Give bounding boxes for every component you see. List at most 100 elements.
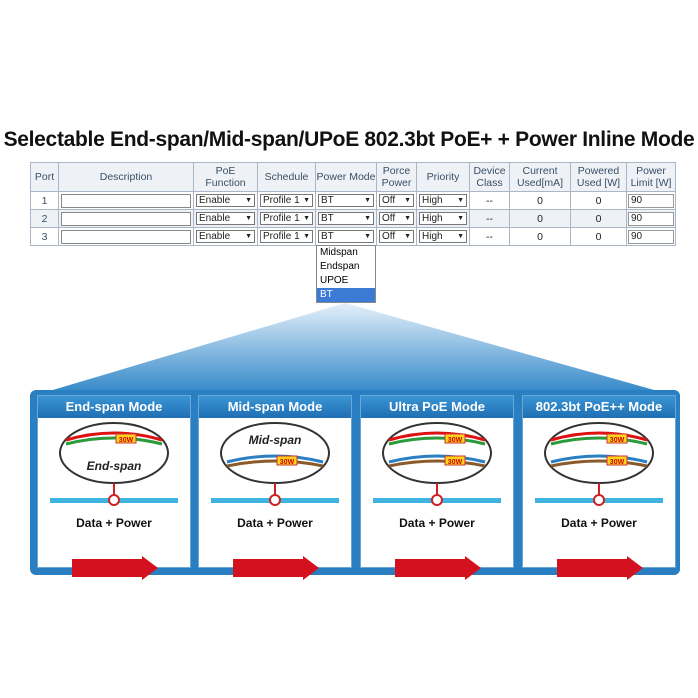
chevron-down-icon: ▼ — [245, 197, 252, 204]
watt-tag — [115, 433, 137, 444]
pair-green — [388, 436, 486, 446]
cable-diagram: 30W 30W — [535, 422, 663, 506]
pair-blue — [388, 454, 486, 464]
fan-shape — [36, 303, 672, 395]
power-plug-icon — [269, 494, 281, 506]
priority-select[interactable]: High ▼ — [419, 230, 467, 243]
watts-label: 30 Watts — [246, 540, 292, 552]
col-header-schedule: Schedule — [257, 162, 316, 192]
watts-label: 60-95 Watts — [562, 540, 624, 552]
mode-label: Mid-span — [249, 433, 302, 447]
chevron-down-icon: ▼ — [245, 215, 252, 222]
poe-function-select[interactable]: Enable▼ — [196, 194, 255, 207]
cable-diagram: 30W End-span — [50, 422, 178, 506]
watts-label: 60 Watts — [408, 540, 454, 552]
poe-config-table: Port Description PoE Function Schedule P… — [30, 162, 676, 246]
force-power-select[interactable]: Off▼ — [379, 230, 414, 243]
watts-label: 30 Watts — [85, 540, 131, 552]
col-header-powered-used: Powered Used [W] — [570, 162, 627, 192]
priority-select[interactable]: High ▼ — [419, 194, 467, 207]
red-arrow-icon — [72, 556, 158, 580]
description-input[interactable] — [61, 229, 191, 244]
col-header-force-power: Porce Power — [376, 162, 417, 192]
mode-card-endspan: End-span Mode 30W End-span Data + Power … — [37, 395, 191, 580]
mode-label: End-span — [87, 459, 142, 473]
table-row: 3 Enable▼ Profile 1▼ BT▼ Off▼ High▼ -- 0… — [30, 227, 676, 246]
power-mode-select[interactable]: BT ▼ — [318, 212, 374, 225]
dropdown-option-bt[interactable]: BT — [317, 288, 375, 302]
cable-diagram: 30W 30W — [373, 422, 501, 506]
power-mode-select[interactable]: BT▼ — [318, 230, 374, 243]
chevron-down-icon: ▼ — [364, 197, 371, 204]
pair-green — [65, 436, 163, 446]
select-value: Profile 1 — [263, 231, 300, 242]
red-arrow-icon — [395, 556, 481, 580]
col-header-poe-function: PoE Function — [193, 162, 258, 192]
chevron-down-icon: ▼ — [457, 197, 464, 204]
schedule-select[interactable]: Profile 1▼ — [260, 194, 313, 207]
port-number: 3 — [30, 227, 59, 246]
schedule-select[interactable]: Profile 1▼ — [260, 212, 313, 225]
current-used: 0 — [509, 191, 571, 210]
select-value: Off — [382, 231, 396, 242]
chevron-down-icon: ▼ — [364, 215, 371, 222]
poe-function-select[interactable]: Enable ▼ — [196, 212, 255, 225]
select-value: BT — [321, 231, 334, 242]
watt-tag-text: 30W — [610, 437, 625, 444]
dropdown-option-midspan[interactable]: Midspan — [320, 247, 358, 258]
device-class: -- — [469, 227, 510, 246]
description-input[interactable] — [61, 211, 191, 226]
pair-blue — [550, 454, 648, 464]
watt-tag — [444, 433, 466, 444]
chevron-down-icon: ▼ — [457, 233, 464, 240]
select-value: High — [422, 213, 443, 224]
power-mode-dropdown-list: Midspan Endspan UPOE BT — [316, 245, 376, 303]
priority-select[interactable]: High ▼ — [419, 212, 467, 225]
force-power-select[interactable]: Off▼ — [379, 194, 414, 207]
page-title: Selectable End-span/Mid-span/UPoE 802.3b… — [3, 128, 695, 151]
device-class: -- — [469, 209, 510, 228]
power-limit-input[interactable]: 90 — [628, 193, 674, 208]
power-mode-select[interactable]: BT▼ — [318, 194, 374, 207]
select-value: BT — [321, 213, 334, 224]
force-power-select[interactable]: Off ▼ — [379, 212, 414, 225]
mode-card-ultra-poe: Ultra PoE Mode 30W 30W Data + Power 60 W… — [360, 395, 514, 580]
select-value: Off — [382, 195, 396, 206]
pair-brown — [388, 459, 486, 468]
select-value: Enable — [199, 213, 231, 224]
port-number: 1 — [30, 191, 59, 210]
watt-tag — [606, 433, 628, 444]
dropdown-option-endspan[interactable]: Endspan — [320, 261, 360, 272]
col-header-device-class: Device Class — [469, 162, 510, 192]
card-title: End-span Mode — [38, 396, 190, 418]
pair-brown — [550, 459, 648, 468]
cards-panel-bg — [30, 390, 680, 575]
card-title: Ultra PoE Mode — [361, 396, 513, 418]
select-value: High — [422, 231, 443, 242]
select-value: Enable — [199, 231, 231, 242]
chevron-down-icon: ▼ — [404, 215, 411, 222]
table-header-row: Port Description PoE Function Schedule P… — [30, 162, 676, 192]
col-header-description: Description — [58, 162, 194, 192]
card-caption: Data + Power — [76, 516, 152, 530]
chevron-down-icon: ▼ — [303, 233, 310, 240]
poe-function-select[interactable]: Enable▼ — [196, 230, 255, 243]
chevron-down-icon: ▼ — [303, 215, 310, 222]
select-value: High — [422, 195, 443, 206]
card-caption: Data + Power — [561, 516, 637, 530]
description-input[interactable] — [61, 193, 191, 208]
select-value: Profile 1 — [263, 213, 300, 224]
red-arrow-icon — [557, 556, 643, 580]
col-header-power-mode: Power Mode — [315, 162, 377, 192]
cable-ellipse — [220, 422, 330, 484]
select-value: Profile 1 — [263, 195, 300, 206]
dropdown-option-upoe[interactable]: UPOE — [320, 275, 349, 286]
chevron-down-icon: ▼ — [457, 215, 464, 222]
watts-arrow: 60-95 Watts — [557, 534, 643, 580]
select-value: Off — [382, 213, 396, 224]
power-limit-input[interactable]: 90 — [628, 211, 674, 226]
schedule-select[interactable]: Profile 1▼ — [260, 230, 313, 243]
pair-red — [388, 431, 486, 442]
card-caption: Data + Power — [399, 516, 475, 530]
power-limit-input[interactable]: 90 — [628, 229, 674, 244]
